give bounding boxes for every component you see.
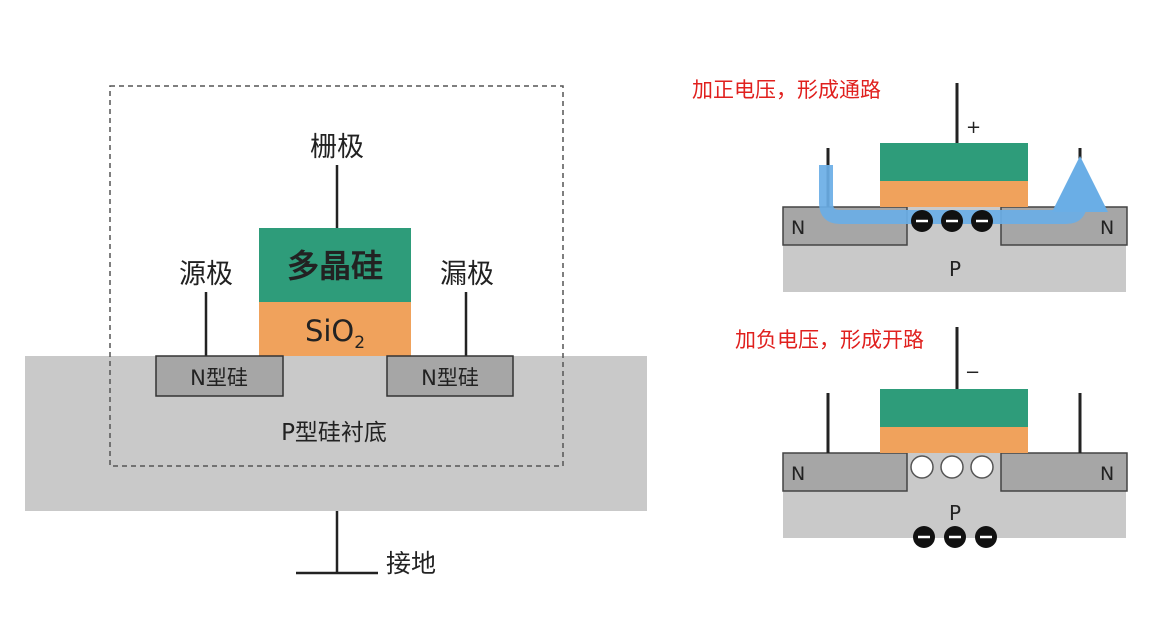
on-electrons bbox=[911, 210, 993, 232]
off-oxide bbox=[880, 427, 1028, 453]
substrate-label: P型硅衬底 bbox=[281, 420, 387, 446]
polysilicon-gate bbox=[259, 228, 411, 302]
on-state-diagram: 加正电压，形成通路 + N N P bbox=[692, 78, 1128, 292]
hole bbox=[970, 455, 994, 479]
on-gate-sign: + bbox=[966, 117, 981, 138]
off-n-left-label: N bbox=[791, 463, 805, 485]
off-n-right-label: N bbox=[1100, 463, 1114, 485]
off-state-caption: 加负电压，形成开路 bbox=[735, 328, 924, 352]
off-holes bbox=[910, 455, 994, 479]
hole bbox=[910, 455, 934, 479]
oxide-layer bbox=[259, 302, 411, 356]
off-gate bbox=[880, 389, 1028, 427]
ground-label: 接地 bbox=[386, 549, 436, 578]
hole bbox=[940, 455, 964, 479]
source-label: 源极 bbox=[179, 259, 233, 290]
on-p-label: P bbox=[949, 257, 961, 281]
on-n-right-label: N bbox=[1100, 217, 1114, 239]
off-state-diagram: 加负电压，形成开路 − N N P bbox=[735, 327, 1128, 548]
p-substrate bbox=[25, 356, 647, 511]
dashed-boundary bbox=[109, 85, 564, 467]
n-region-source bbox=[155, 355, 284, 397]
on-state-caption: 加正电压，形成通路 bbox=[692, 78, 881, 102]
n-region-source-label: N型硅 bbox=[190, 366, 248, 390]
on-gate bbox=[880, 143, 1028, 181]
off-n-left bbox=[782, 452, 908, 492]
off-electrons bbox=[913, 526, 997, 548]
left-mosfet: 栅极 源极 漏极 多晶硅 SiO2 N型硅 N型硅 P型硅衬底 接地 bbox=[25, 85, 647, 578]
on-n-left-label: N bbox=[791, 217, 805, 239]
off-gate-sign: − bbox=[965, 362, 980, 383]
off-n-right bbox=[1000, 452, 1128, 492]
n-region-drain bbox=[386, 355, 514, 397]
oxide-label: SiO2 bbox=[305, 314, 365, 353]
on-oxide bbox=[880, 181, 1028, 207]
off-p-label: P bbox=[949, 501, 961, 525]
polysilicon-label: 多晶硅 bbox=[287, 247, 383, 285]
n-region-drain-label: N型硅 bbox=[421, 366, 479, 390]
drain-label: 漏极 bbox=[440, 259, 494, 290]
gate-label: 栅极 bbox=[310, 132, 364, 163]
